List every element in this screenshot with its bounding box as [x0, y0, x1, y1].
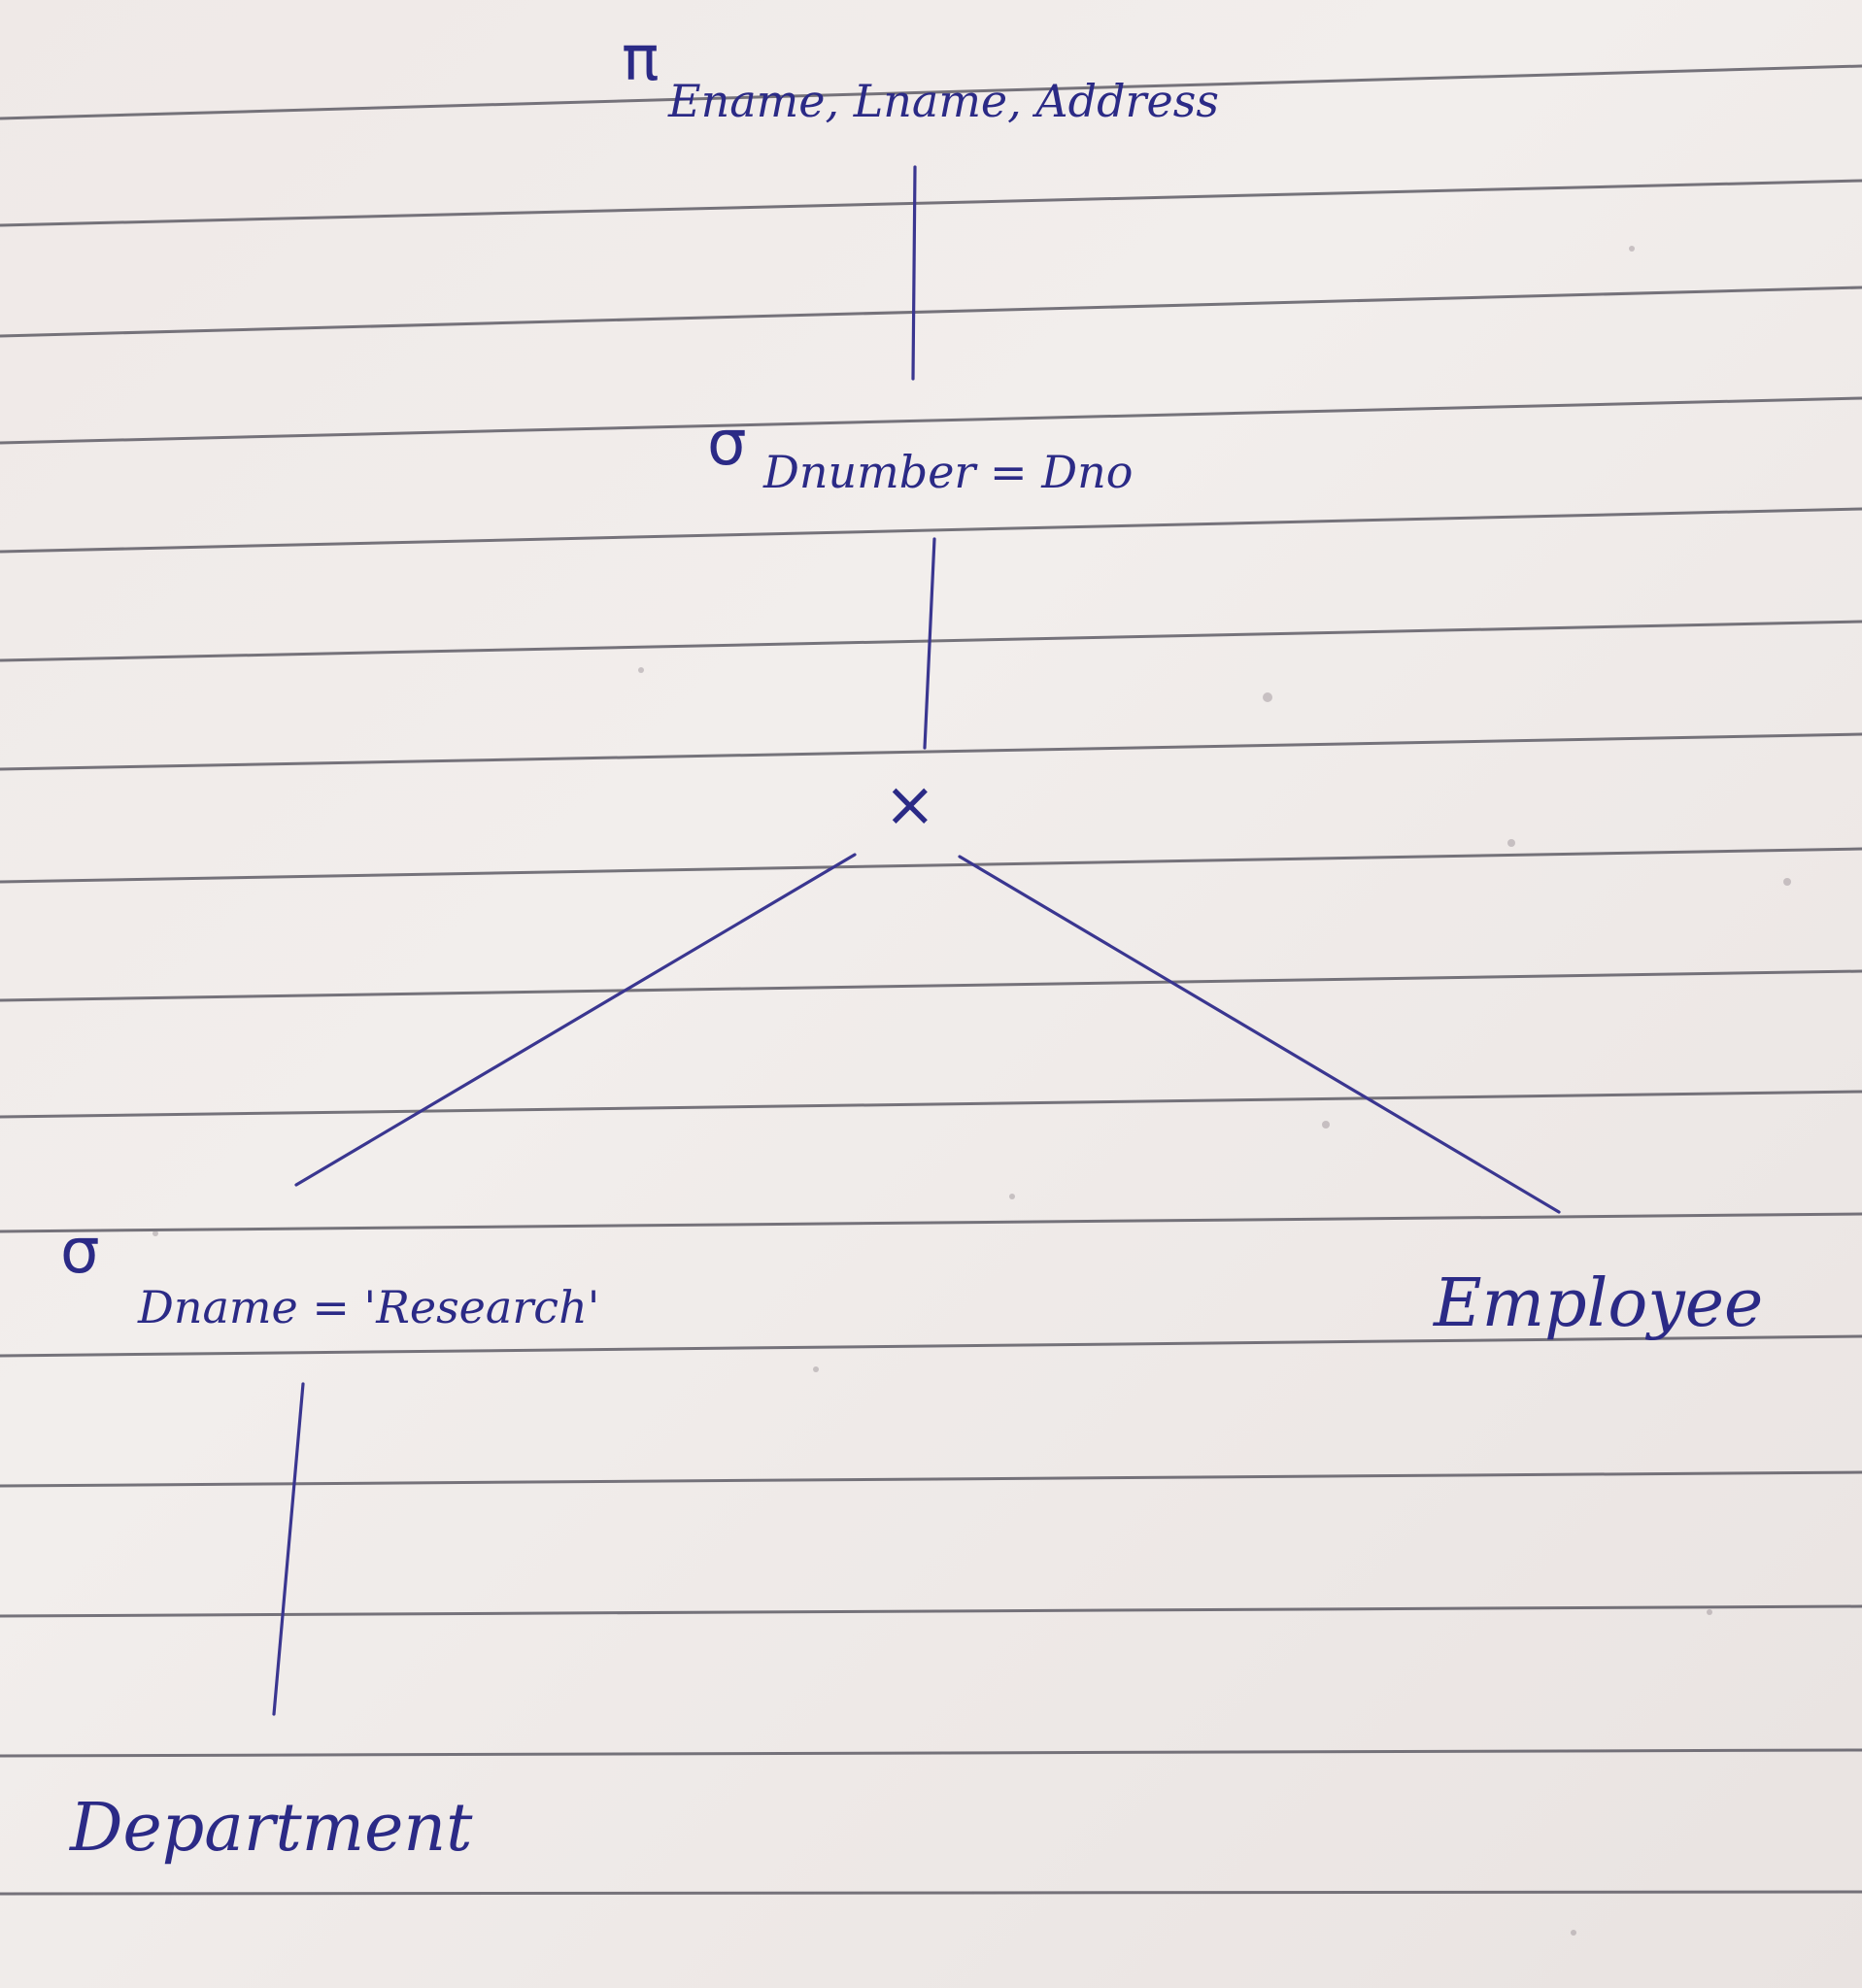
edge-cross-product-to-select-dept — [294, 853, 857, 1187]
select-dept-node: σ Dname = 'Research' — [60, 1216, 599, 1333]
ruled-line — [0, 1748, 1862, 1758]
edge-projection-to-select-join — [911, 165, 917, 381]
ruled-line — [0, 64, 1862, 120]
edge-select-join-to-cross-product — [923, 537, 936, 750]
ruled-line — [0, 732, 1862, 771]
ruled-line — [0, 1212, 1862, 1233]
sigma-symbol: σ — [707, 408, 747, 480]
tree-edges — [272, 165, 1561, 1716]
ruled-line — [0, 507, 1862, 554]
projection-node: π Ename, Lname, Address — [622, 23, 1219, 127]
ruled-line — [0, 847, 1862, 884]
pi-symbol: π — [622, 23, 660, 95]
cross-product-symbol: × — [884, 769, 936, 841]
department-label: Department — [68, 1790, 473, 1867]
ruled-line — [0, 1334, 1862, 1358]
ruled-line — [0, 1090, 1862, 1119]
dept-condition: Dname = 'Research' — [137, 1281, 599, 1333]
join-condition: Dnumber = Dno — [762, 446, 1133, 498]
edge-select-dept-to-department — [272, 1382, 305, 1716]
select-join-node: σ Dnumber = Dno — [707, 408, 1133, 498]
department-relation-node: Department — [68, 1790, 473, 1867]
cross-product-node: × — [884, 769, 936, 841]
ruled-line — [0, 1890, 1862, 1896]
ruled-line — [0, 396, 1862, 445]
employee-relation-node: Employee — [1432, 1265, 1763, 1342]
ruled-line — [0, 179, 1862, 227]
ruled-line — [0, 969, 1862, 1002]
employee-label: Employee — [1432, 1265, 1763, 1342]
ruled-line — [0, 1604, 1862, 1618]
sigma-symbol: σ — [60, 1216, 100, 1288]
ruled-lines — [0, 64, 1862, 1896]
projection-attributes: Ename, Lname, Address — [667, 75, 1219, 127]
ruled-line — [0, 1470, 1862, 1488]
paper-specks — [152, 246, 1791, 1936]
ruled-line — [0, 286, 1862, 338]
edge-cross-product-to-employee — [958, 855, 1561, 1214]
